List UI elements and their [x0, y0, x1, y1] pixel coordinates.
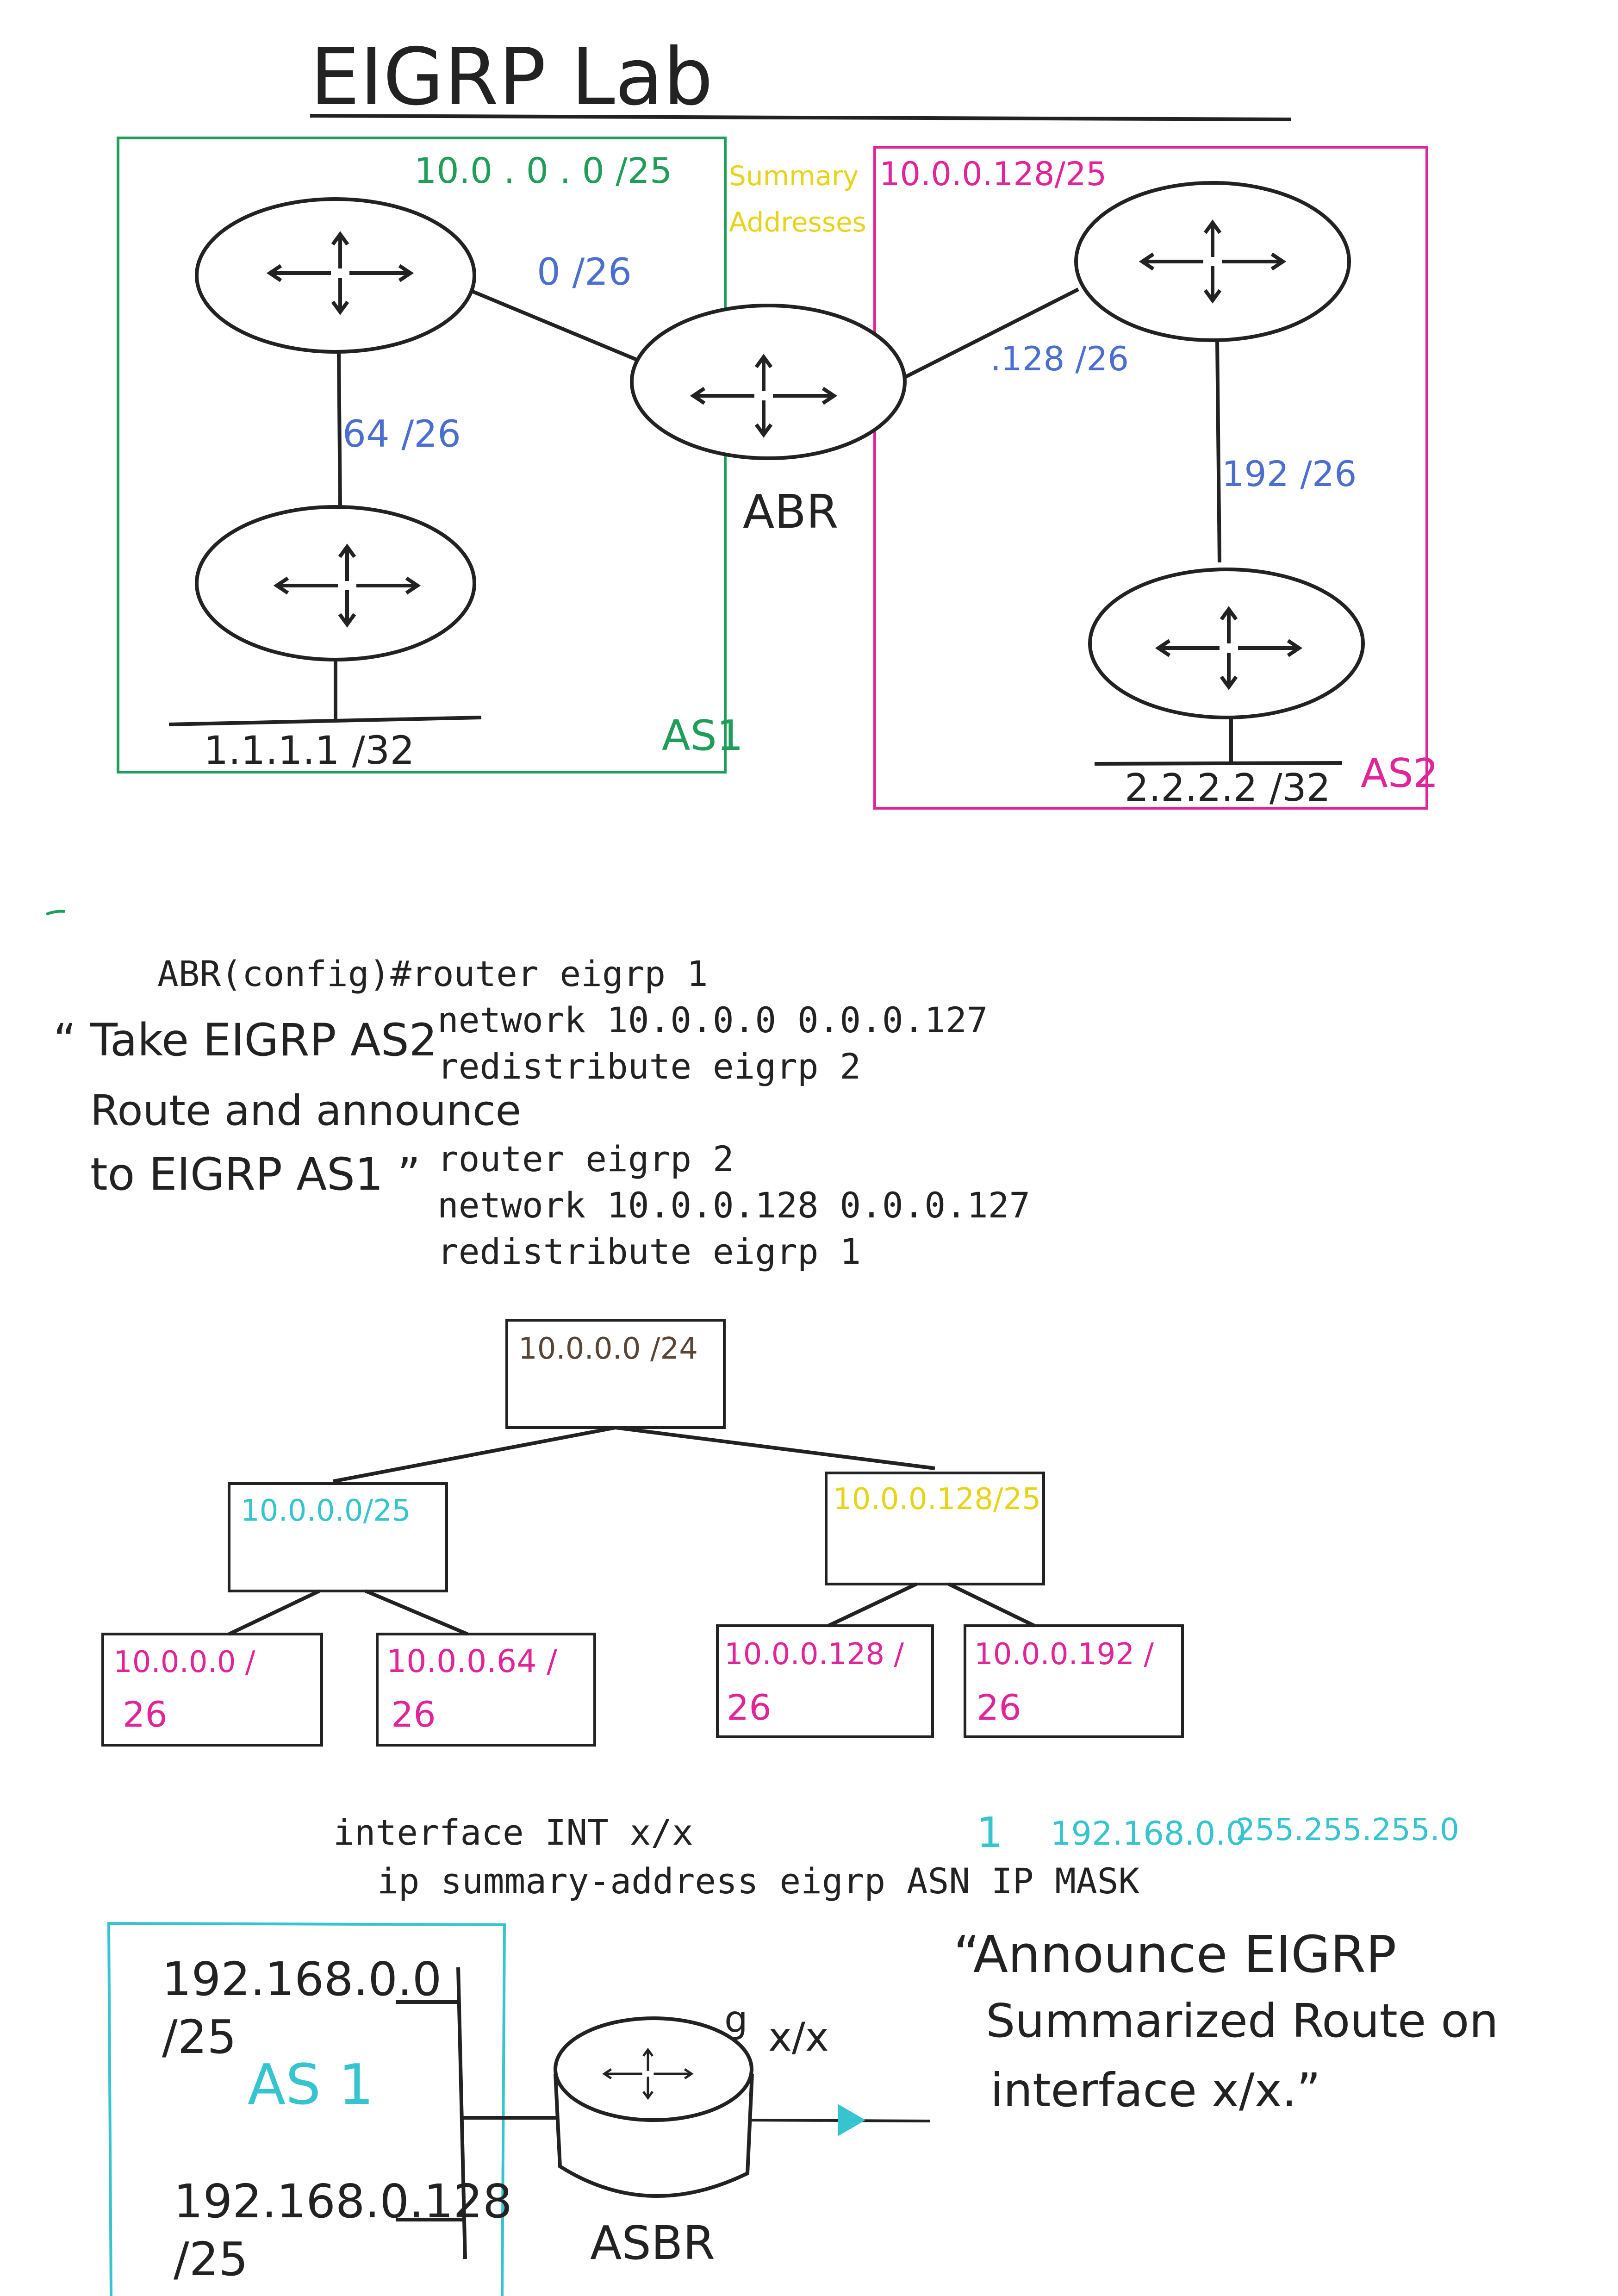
as1-loopback-label: 1.1.1.1 /32: [204, 728, 415, 773]
config-line-3: router eigrp 2: [437, 1138, 734, 1179]
bottom-net1-line2: /25: [162, 2010, 236, 2064]
as1-summary-label: 10.0 . 0 . 0 /25: [414, 150, 672, 191]
leaf-4-line1: 10.0.0.192 /: [974, 1637, 1154, 1672]
router-as1-bottom: [195, 505, 476, 661]
bottom-net2-line2: /25: [174, 2232, 248, 2286]
announce-note-line1: “Announce EIGRP: [953, 1925, 1396, 1984]
summary-example-asn: 1: [977, 1809, 1003, 1857]
title-underline: [310, 114, 1292, 121]
link-as1-vertical: [337, 351, 342, 507]
subnet-left-label: 10.0.0.0/25: [241, 1494, 411, 1528]
router-as1-top: [195, 197, 476, 354]
subnet-leaf-2: 10.0.0.64 / 26: [376, 1633, 596, 1747]
config-line-1: network 10.0.0.0 0.0.0.127: [437, 999, 988, 1041]
summary-note-line2: Addresses: [729, 206, 866, 238]
config-note-line2: Route and announce: [90, 1086, 521, 1135]
subnet-right-box: [825, 1472, 1045, 1585]
subnet-leaf-4: 10.0.0.192 / 26: [964, 1624, 1184, 1738]
config-prompt-line: ABR(config)#router eigrp 1: [157, 953, 708, 994]
tree-branch-rl: [828, 1582, 917, 1628]
subnet-right-label: 10.0.0.128/25: [833, 1482, 1041, 1516]
as1-label: AS1: [662, 711, 743, 760]
leaf-1-line2: 26: [123, 1694, 168, 1735]
subnet-root-label: 10.0.0.0 /24: [518, 1332, 698, 1366]
router-as2-bottom: [1088, 568, 1365, 719]
leaf-1-line1: 10.0.0.0 /: [113, 1645, 255, 1679]
leaf-2-line1: 10.0.0.64 /: [386, 1643, 557, 1680]
config-line-5: redistribute eigrp 1: [437, 1231, 861, 1272]
as1-bottom-boundary: [107, 1922, 506, 2296]
subnet-leaf-3: 10.0.0.128 / 26: [716, 1624, 934, 1738]
summary-example-mask: 255.255.255.0: [1236, 1812, 1459, 1847]
summary-cmd-line2: ip summary-address eigrp ASN IP MASK: [377, 1860, 1139, 1902]
bottom-net1-line1: 192.168.0.0: [162, 1952, 442, 2006]
as2-loopback-label: 2.2.2.2 /32: [1125, 766, 1331, 810]
tree-branch-lr: [365, 1589, 468, 1636]
config-note-line3: to EIGRP AS1 ”: [90, 1148, 420, 1200]
as1-loopback-segment: [168, 716, 482, 726]
announce-note-line2: Summarized Route on: [986, 1994, 1499, 2048]
as2-boundary: [873, 146, 1428, 810]
outbound-arrow-icon: [838, 2104, 865, 2136]
leaf-3-line1: 10.0.0.128 /: [724, 1637, 904, 1672]
as2-summary-label: 10.0.0.128/25: [879, 155, 1107, 193]
subnet-left-box: [228, 1482, 448, 1592]
stray-mark: [45, 910, 65, 916]
link-as1-top-to-abr: [467, 287, 647, 365]
page-title: EIGRP Lab: [310, 31, 713, 123]
as1-abr-link-label: 0 /26: [537, 250, 632, 293]
subnet-leaf-1: 10.0.0.0 / 26: [101, 1633, 323, 1747]
config-note-line1: “ Take EIGRP AS2: [53, 1014, 437, 1066]
summary-example-ip: 192.168.0.0: [1051, 1815, 1246, 1853]
leaf-4-line2: 26: [977, 1687, 1021, 1728]
summary-note-line1: Summary: [729, 160, 859, 192]
tree-branch-rr: [948, 1582, 1035, 1628]
config-line-2: redistribute eigrp 2: [437, 1046, 861, 1087]
leaf-2-line2: 26: [391, 1694, 436, 1735]
leaf-3-line2: 26: [727, 1687, 772, 1728]
as2-label: AS2: [1361, 750, 1438, 797]
config-line-4: network 10.0.0.128 0.0.0.127: [437, 1185, 1030, 1226]
tree-branch-left: [333, 1426, 616, 1483]
router-abr: [630, 304, 907, 460]
asbr-g-label: g: [724, 1998, 748, 2041]
tree-branch-right: [615, 1426, 935, 1470]
tree-branch-ll: [228, 1589, 320, 1636]
as1-bus-vertical: [456, 1967, 467, 2259]
router-as2-top: [1074, 181, 1351, 342]
announce-note-line3: interface x/x.”: [990, 2063, 1320, 2117]
as1-vertical-link-label: 64 /26: [342, 412, 461, 455]
bottom-as-label: AS 1: [248, 2053, 374, 2117]
link-as2-vertical: [1215, 340, 1221, 563]
as2-vertical-link-label: 192 /26: [1222, 453, 1357, 494]
asbr-router: [554, 2016, 754, 2198]
asbr-interface-label: x/x: [768, 2014, 829, 2060]
asbr-label: ASBR: [590, 2216, 715, 2270]
abr-label: ABR: [743, 485, 839, 539]
link-abr-to-as2-top: [899, 287, 1079, 381]
summary-cmd-line1: interface INT x/x: [333, 1812, 693, 1853]
abr-as2-link-label: .128 /26: [990, 339, 1129, 378]
as2-loopback-segment: [1094, 761, 1343, 766]
